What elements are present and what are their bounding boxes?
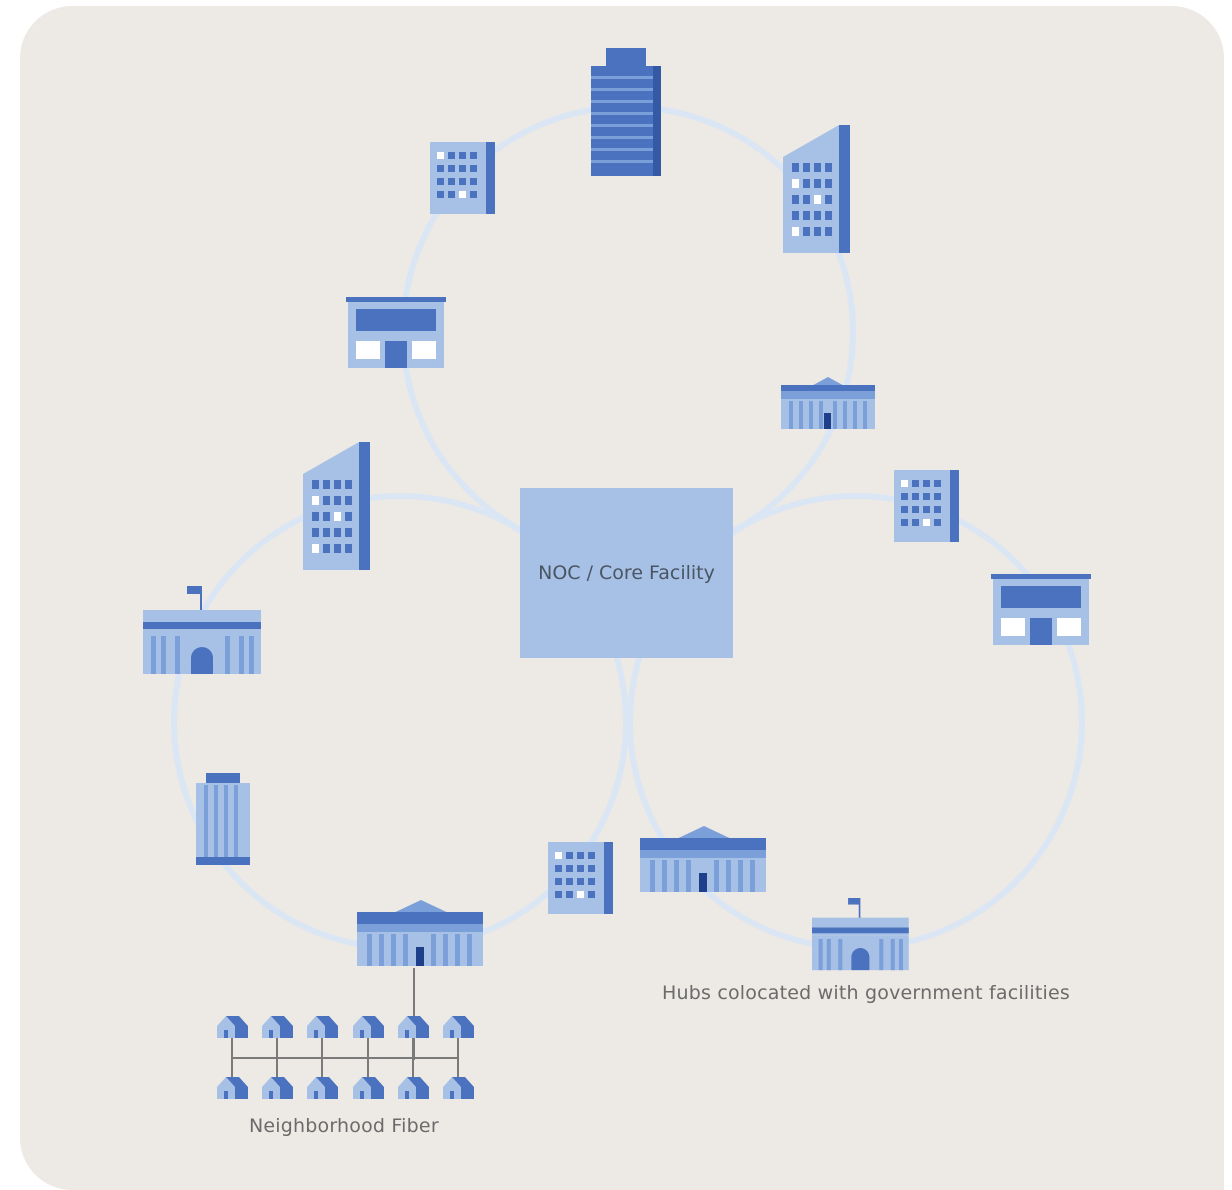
office-building-icon (303, 442, 370, 570)
house-icon (398, 1077, 429, 1099)
capitol-building-icon (143, 586, 261, 674)
house-icon (262, 1077, 293, 1099)
hubs-label: Hubs colocated with government facilitie… (662, 982, 1070, 1004)
house-icon (307, 1077, 338, 1099)
office-tower-icon (196, 773, 250, 881)
house-icon (217, 1016, 248, 1038)
storefront-icon (346, 297, 446, 368)
house-icon (307, 1016, 338, 1038)
office-building-icon (430, 142, 495, 214)
house-icon (353, 1016, 384, 1038)
core-facility-label: NOC / Core Facility (538, 562, 715, 584)
office-building-icon (783, 125, 850, 253)
house-icon (443, 1077, 474, 1099)
house-icon (443, 1016, 474, 1038)
house-icon (353, 1077, 384, 1099)
capitol-building-icon (812, 898, 909, 971)
house-icon (217, 1077, 248, 1099)
storefront-icon (991, 574, 1091, 645)
house-icon (262, 1016, 293, 1038)
fiber-lines (231, 968, 459, 1082)
office-building-icon (894, 470, 959, 542)
neighborhood-fiber-label: Neighborhood Fiber (249, 1115, 439, 1137)
core-facility-icon (520, 488, 733, 658)
office-tower-icon (591, 48, 661, 176)
government-building-icon (781, 377, 875, 429)
office-building-icon (548, 842, 613, 914)
government-building-icon (357, 900, 483, 966)
house-icon (398, 1016, 429, 1038)
